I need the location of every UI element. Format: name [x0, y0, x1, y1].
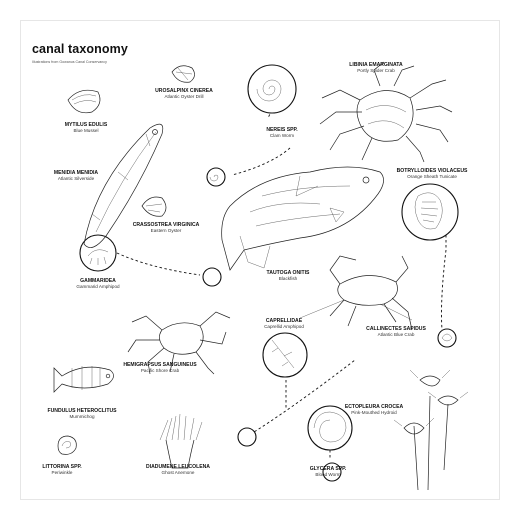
- common-name: Ghost Anemone: [161, 470, 195, 475]
- scientific-name: UROSALPINX CINEREA: [155, 88, 213, 94]
- scientific-name: ECTOPLEURA CROCEA: [344, 404, 404, 410]
- scientific-name: GAMMARIDEA: [80, 278, 116, 284]
- scientific-name: MENIDIA MENIDIA: [53, 170, 99, 176]
- clam-worm-circle: [247, 64, 297, 114]
- blue-crab-drawing: [299, 255, 413, 331]
- scientific-name: MYTILUS EDULIS: [64, 122, 108, 128]
- common-name: Orange Sheath Tunicate: [407, 174, 457, 179]
- scientific-name: CALLINECTES SAPIDUS: [366, 326, 426, 332]
- shore-crab-drawing: [127, 311, 231, 375]
- common-name: Gammarid Amphipod: [76, 284, 120, 289]
- scientific-name: TAUTOGA ONITIS: [266, 270, 310, 276]
- common-name: Eastern Oyster: [150, 228, 182, 233]
- common-name: Atlantic Blue Crab: [377, 332, 415, 337]
- common-name: Clam Worm: [269, 133, 295, 138]
- glycera-small-circle: [322, 462, 342, 482]
- gammarid-small-circle: [202, 267, 222, 287]
- common-name: Blackfish: [278, 276, 298, 281]
- common-name: Pacific Shore Crab: [140, 368, 180, 373]
- common-name: Pink-Mouthed Hydroid: [351, 410, 397, 415]
- amphipod-circle: [79, 234, 117, 272]
- scientific-name: BOTRYLLOIDES VIOLACEUS: [396, 168, 468, 174]
- common-name: Atlantic Oyster Drill: [164, 94, 204, 99]
- common-name: Caprellid Amphipod: [264, 324, 304, 329]
- caprellid-circle: [262, 332, 308, 378]
- page-title: canal taxonomy: [32, 42, 128, 56]
- scientific-name: DIADUMENE LEUCOLENA: [146, 464, 210, 470]
- scientific-name: GLYCERA SPP.: [309, 466, 347, 472]
- tunicate-small-circle: [437, 328, 457, 348]
- blood-worm-small-circle: [237, 427, 257, 447]
- scientific-name: HEMIGRAPSUS SANGUINEUS: [123, 362, 197, 368]
- common-name: Atlantic Silverside: [57, 176, 95, 181]
- common-name: Portly Spider Crab: [357, 68, 395, 73]
- mummichog-drawing: [53, 366, 114, 393]
- ghost-anemone-drawing: [159, 413, 203, 469]
- common-name: Periwinkle: [51, 470, 73, 475]
- blood-worm-circle: [307, 405, 353, 451]
- silverside-drawing: [83, 123, 164, 248]
- scientific-name: CAPRELLIDAE: [265, 318, 303, 324]
- page-subtitle: Illustrations from Gowanus Canal Conserv…: [32, 60, 107, 64]
- scientific-name: LIBINIA EMARGINATA: [349, 62, 403, 68]
- periwinkle-drawing: [57, 435, 77, 455]
- scientific-name: LITTORINA SPP.: [42, 464, 82, 470]
- common-name: Blood Worm: [315, 472, 341, 477]
- common-name: Mummichog: [69, 414, 95, 419]
- hydroid-drawing: [393, 369, 469, 491]
- common-name: Blue Mussel: [73, 128, 99, 133]
- scientific-name: FUNDULUS HETEROCLITUS: [47, 408, 117, 414]
- scientific-name: NEREIS SPP.: [266, 127, 298, 133]
- tunicate-circle: [401, 183, 459, 241]
- blackfish-drawing: [221, 166, 384, 271]
- scientific-name: CRASSOSTREA VIRGINICA: [132, 222, 200, 228]
- eastern-oyster-drawing: [141, 196, 167, 217]
- oyster-drill-drawing: [171, 65, 195, 83]
- oyster-drill-small-circle: [206, 167, 226, 187]
- blue-mussel-drawing: [67, 89, 101, 114]
- spider-crab-drawing: [319, 61, 453, 163]
